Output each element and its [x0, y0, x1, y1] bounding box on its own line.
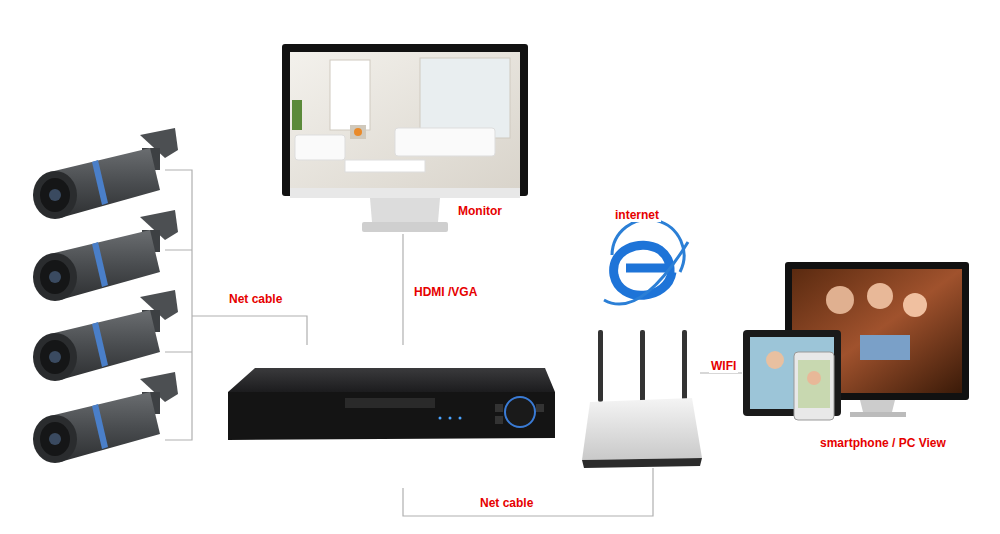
- viewing-devices: [743, 262, 969, 420]
- wire: [165, 170, 742, 516]
- internet-logo: [604, 220, 688, 305]
- monitor-illustration: [282, 44, 528, 232]
- label-text: HDMI /VGA: [412, 285, 479, 299]
- dvr-recorder: [228, 368, 555, 440]
- label-text: internet: [613, 208, 661, 222]
- label-text: Net cable: [227, 292, 284, 306]
- bullet-camera: [33, 128, 178, 463]
- label-text: WIFI: [709, 359, 738, 373]
- wifi-router: [582, 330, 702, 468]
- label-text: smartphone / PC View: [818, 436, 948, 450]
- label-text: Net cable: [478, 496, 535, 510]
- label-text: Monitor: [456, 204, 504, 218]
